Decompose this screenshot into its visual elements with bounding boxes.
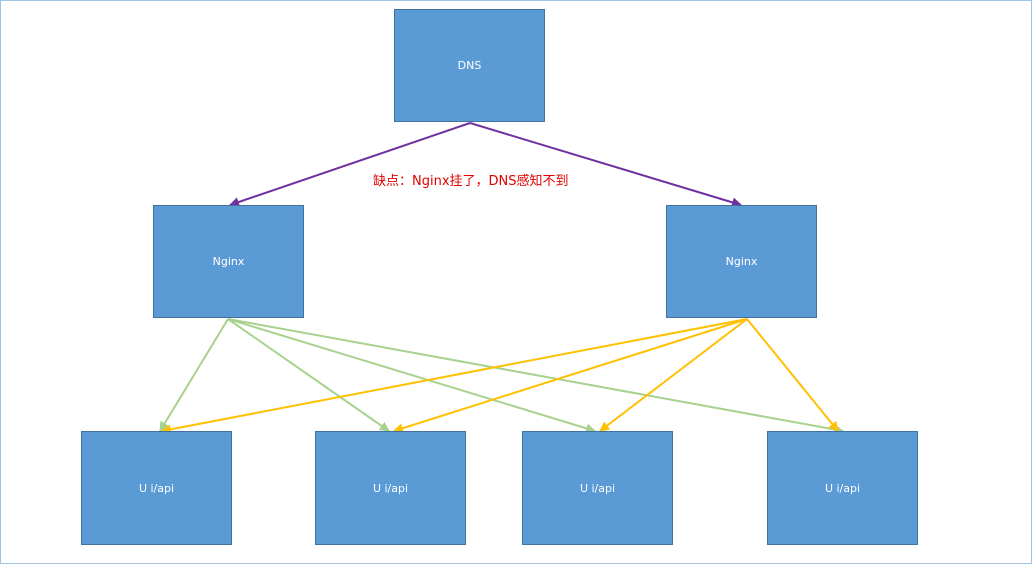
backend-node-2-label: U i/api — [372, 481, 409, 495]
nginx-node-left: Nginx — [153, 205, 304, 318]
nginx-node-right-label: Nginx — [725, 255, 758, 268]
backend-node-1-label: U i/api — [138, 481, 175, 495]
backend-node-4-label: U i/api — [824, 481, 861, 495]
edge-nginx-left-to-backend-3 — [227, 318, 596, 434]
edge-nginx-left-to-backend-2 — [227, 318, 390, 432]
edge-nginx-right-to-backend-1 — [161, 318, 748, 435]
edge-nginx-left-to-backend-4 — [227, 318, 844, 435]
edge-dns-to-nginx-right — [469, 122, 742, 208]
edge-nginx-right-to-backend-3 — [599, 318, 748, 432]
backend-node-3: U i/api — [522, 431, 673, 545]
nginx-node-left-label: Nginx — [212, 255, 245, 268]
dns-node: DNS — [394, 9, 545, 122]
edge-nginx-left-to-backend-1 — [159, 318, 229, 432]
drawback-caption: 缺点：Nginx挂了，DNS感知不到 — [373, 174, 569, 189]
backend-node-2: U i/api — [315, 431, 466, 545]
backend-node-4: U i/api — [767, 431, 918, 545]
backend-node-3-label: U i/api — [579, 481, 616, 495]
edge-dns-to-nginx-left — [229, 122, 471, 207]
nginx-node-right: Nginx — [666, 205, 817, 318]
backend-node-1: U i/api — [81, 431, 232, 545]
edge-nginx-right-to-backend-4 — [746, 318, 839, 432]
dns-node-label: DNS — [457, 59, 482, 72]
edge-nginx-right-to-backend-2 — [393, 318, 748, 434]
